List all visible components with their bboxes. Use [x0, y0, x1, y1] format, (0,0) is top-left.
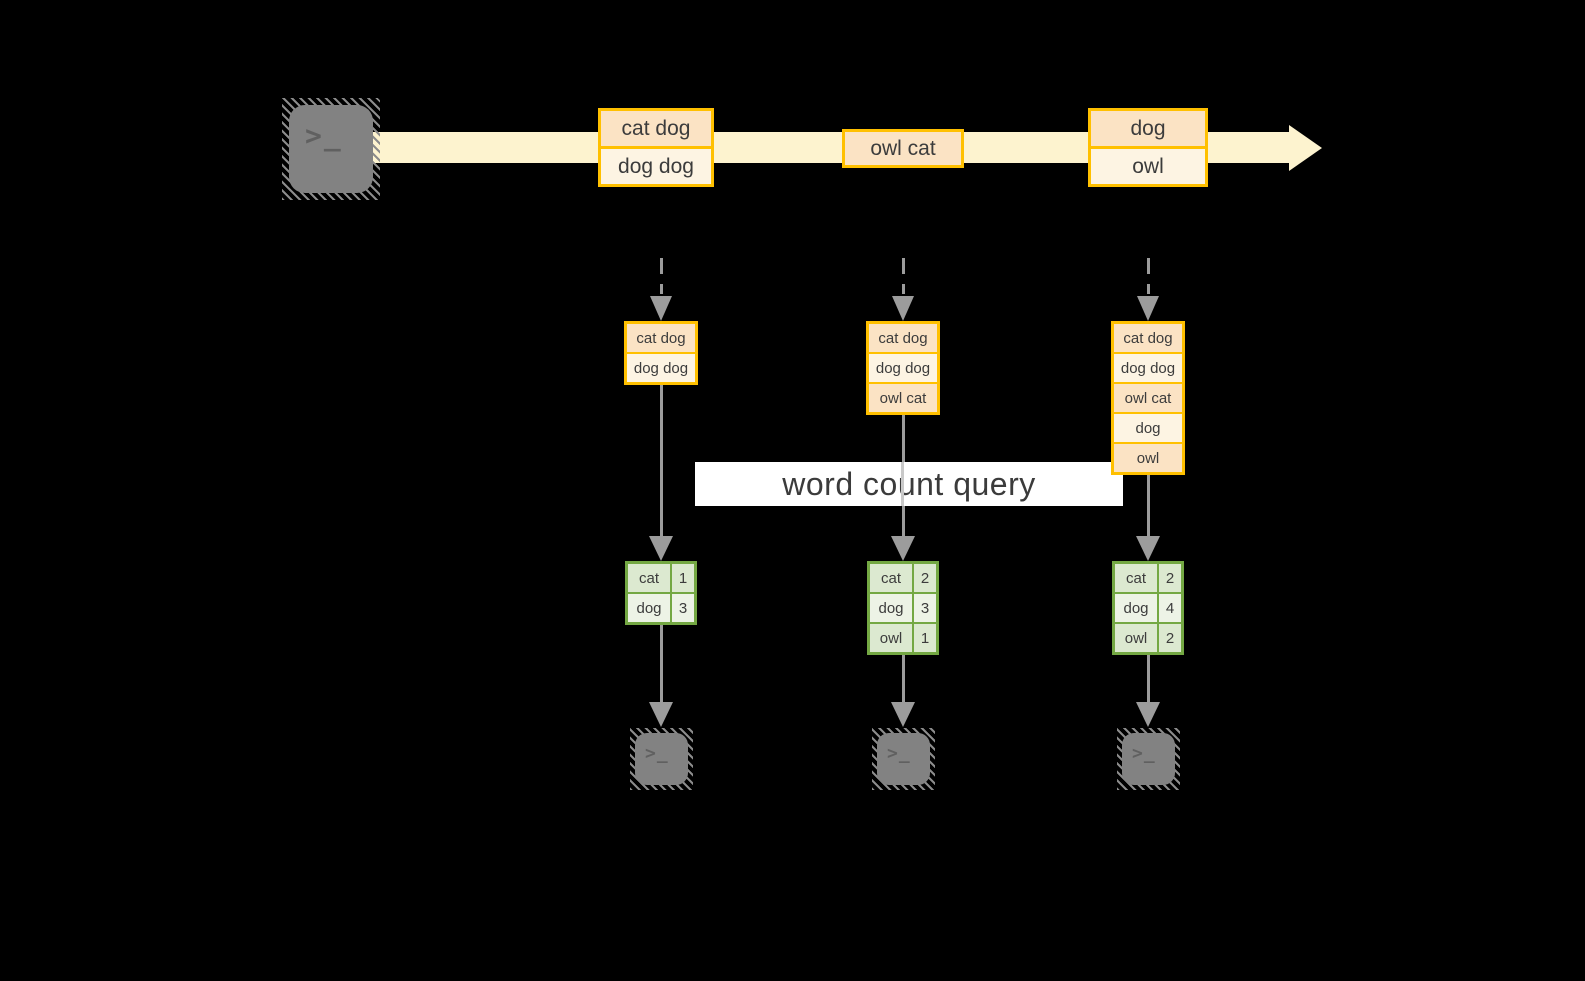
sink-arrowhead-3: [1136, 702, 1160, 727]
count-value-cell: 3: [672, 594, 694, 622]
connector-line-3: [1146, 473, 1150, 537]
batch-2: owl cat: [842, 129, 964, 168]
terminal-sink-2-body: >_: [877, 733, 930, 785]
count-table-3-row-2: dog 4: [1115, 594, 1181, 622]
count-value-cell: 2: [1159, 624, 1181, 652]
count-value-cell: 2: [1159, 564, 1181, 592]
count-table-2-row-3: owl 1: [870, 624, 936, 652]
connector-arrowhead-2: [891, 536, 915, 561]
state-3-row-1: cat dog: [1114, 324, 1182, 352]
terminal-source-icon: >_: [282, 98, 380, 200]
terminal-sink-3-icon: >_: [1117, 728, 1180, 790]
dashed-arrow-3: [1146, 258, 1150, 294]
dashed-arrow-1: [659, 258, 663, 294]
state-2-row-3: owl cat: [869, 384, 937, 412]
batch-1: cat dog dog dog: [598, 108, 714, 187]
sink-arrowhead-2: [891, 702, 915, 727]
count-table-3-row-1: cat 2: [1115, 564, 1181, 592]
stream-arrowhead: [1289, 125, 1322, 171]
query-label: word count query: [782, 465, 1036, 502]
count-table-1: cat 1 dog 3: [625, 561, 697, 625]
state-table-3: cat dog dog dog owl cat dog owl: [1111, 321, 1185, 475]
state-2-row-2: dog dog: [869, 354, 937, 382]
sink-line-2: [901, 653, 905, 703]
count-word-cell: cat: [870, 564, 912, 592]
state-1-row-2: dog dog: [627, 354, 695, 382]
count-table-2-row-1: cat 2: [870, 564, 936, 592]
count-word-cell: cat: [628, 564, 670, 592]
state-1-row-1: cat dog: [627, 324, 695, 352]
count-table-2-row-2: dog 3: [870, 594, 936, 622]
state-2-row-1: cat dog: [869, 324, 937, 352]
batch-1-record-2: dog dog: [601, 149, 711, 184]
count-word-cell: owl: [1115, 624, 1157, 652]
count-value-cell: 1: [672, 564, 694, 592]
count-value-cell: 3: [914, 594, 936, 622]
terminal-sink-3-body: >_: [1122, 733, 1175, 785]
count-word-cell: dog: [628, 594, 670, 622]
dashed-arrow-2: [901, 258, 905, 294]
count-word-cell: dog: [870, 594, 912, 622]
batch-2-record-1: owl cat: [845, 132, 961, 165]
state-3-row-4: dog: [1114, 414, 1182, 442]
terminal-sink-1-icon: >_: [630, 728, 693, 790]
terminal-prompt-glyph: >_: [645, 743, 669, 764]
connector-line-1: [659, 383, 663, 537]
count-table-1-row-2: dog 3: [628, 594, 694, 622]
terminal-sink-1-body: >_: [635, 733, 688, 785]
batch-3: dog owl: [1088, 108, 1208, 187]
count-table-1-row-1: cat 1: [628, 564, 694, 592]
connector-arrowhead-3: [1136, 536, 1160, 561]
count-value-cell: 4: [1159, 594, 1181, 622]
count-value-cell: 2: [914, 564, 936, 592]
connector-arrowhead-1: [649, 536, 673, 561]
batch-3-record-2: owl: [1091, 149, 1205, 184]
terminal-source-body: >_: [289, 105, 373, 193]
count-word-cell: dog: [1115, 594, 1157, 622]
count-table-3-row-3: owl 2: [1115, 624, 1181, 652]
terminal-sink-2-icon: >_: [872, 728, 935, 790]
dashed-arrowhead-2: [892, 296, 914, 321]
state-3-row-5: owl: [1114, 444, 1182, 472]
dashed-arrowhead-1: [650, 296, 672, 321]
state-3-row-2: dog dog: [1114, 354, 1182, 382]
connector-line-2-overlay: [901, 462, 904, 506]
query-band: word count query: [695, 462, 1123, 506]
count-word-cell: cat: [1115, 564, 1157, 592]
count-table-3: cat 2 dog 4 owl 2: [1112, 561, 1184, 655]
batch-3-record-1: dog: [1091, 111, 1205, 146]
state-table-1: cat dog dog dog: [624, 321, 698, 385]
terminal-prompt-glyph: >_: [1132, 743, 1156, 764]
sink-arrowhead-1: [649, 702, 673, 727]
count-word-cell: owl: [870, 624, 912, 652]
state-table-2: cat dog dog dog owl cat: [866, 321, 940, 415]
terminal-prompt-glyph: >_: [887, 743, 911, 764]
batch-1-record-1: cat dog: [601, 111, 711, 146]
count-value-cell: 1: [914, 624, 936, 652]
sink-line-3: [1146, 653, 1150, 703]
dashed-arrowhead-3: [1137, 296, 1159, 321]
state-3-row-3: owl cat: [1114, 384, 1182, 412]
count-table-2: cat 2 dog 3 owl 1: [867, 561, 939, 655]
terminal-prompt-glyph: >_: [305, 119, 343, 152]
sink-line-1: [659, 623, 663, 703]
